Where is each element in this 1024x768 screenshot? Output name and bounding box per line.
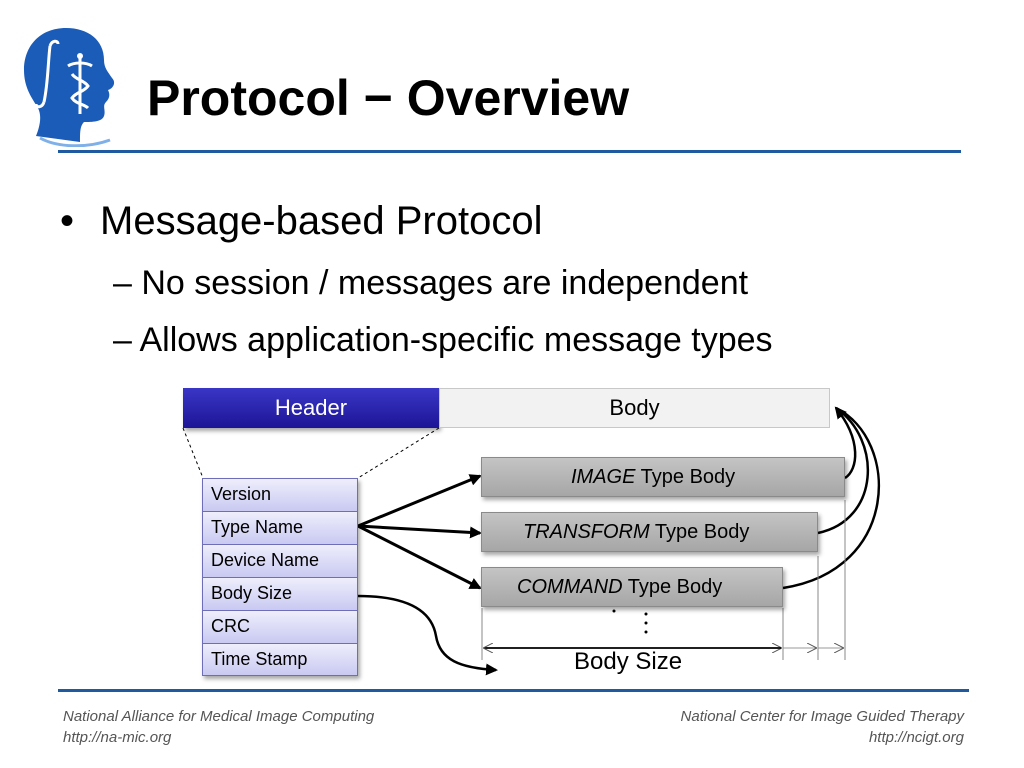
footer-left: National Alliance for Medical Image Comp… (63, 706, 374, 748)
body-size-label: Body Size (574, 648, 683, 675)
image-type-name: IMAGE (571, 466, 636, 488)
arrow-to-image (357, 474, 482, 528)
body-segment: Body (439, 388, 830, 428)
curve-transform-to-body (817, 406, 870, 535)
bullet-dot-icon: • (60, 199, 75, 243)
curve-image-to-body (834, 406, 857, 480)
ellipsis-dot-3 (644, 621, 648, 625)
ellipsis-dot-2 (644, 612, 648, 616)
arrow-body-size (357, 594, 498, 676)
projection-line-left (182, 427, 204, 479)
field-crc: CRC (202, 610, 358, 643)
title-divider (58, 150, 961, 153)
arrow-to-command (357, 524, 482, 590)
transform-type-name: TRANSFORM (523, 521, 650, 543)
bullet-sub-1: – No session / messages are independent (113, 264, 749, 302)
field-body-size: Body Size (202, 577, 358, 610)
transform-type-body: TRANSFORM Type Body (481, 512, 818, 552)
footer-left-org: National Alliance for Medical Image Comp… (63, 708, 375, 725)
bullet-sub-2: – Allows application-specific message ty… (113, 321, 773, 359)
command-type-suffix: Type Body (622, 576, 723, 598)
projection-line-right (357, 427, 440, 479)
slide-title: Protocol − Overview (147, 70, 630, 126)
header-fields-table: Version Type Name Device Name Body Size … (202, 478, 358, 676)
header-segment: Header (183, 388, 439, 428)
namic-logo (24, 28, 115, 147)
field-type-name: Type Name (202, 511, 358, 544)
footer-right: National Center for Image Guided Therapy… (681, 706, 964, 748)
transform-type-suffix: Type Body (649, 521, 750, 543)
footer-right-org: National Center for Image Guided Therapy (680, 708, 964, 725)
bullet-main-text: Message-based Protocol (100, 199, 543, 243)
ellipsis-dot-1 (612, 609, 616, 613)
footer-left-url: http://na-mic.org (63, 729, 172, 746)
bullet-main: • Message-based Protocol (60, 197, 542, 245)
ellipsis-dot-4 (644, 630, 648, 634)
arrow-to-transform (357, 524, 482, 539)
field-version: Version (202, 478, 358, 511)
field-time-stamp: Time Stamp (202, 643, 358, 676)
footer-right-url: http://ncigt.org (868, 729, 964, 746)
command-type-body: COMMAND Type Body (481, 567, 783, 607)
image-type-body: IMAGE Type Body (481, 457, 845, 497)
field-device-name: Device Name (202, 544, 358, 577)
command-type-name: COMMAND (517, 576, 623, 598)
footer-divider (58, 689, 969, 692)
image-type-suffix: Type Body (635, 466, 736, 488)
curve-command-to-body (782, 406, 881, 590)
